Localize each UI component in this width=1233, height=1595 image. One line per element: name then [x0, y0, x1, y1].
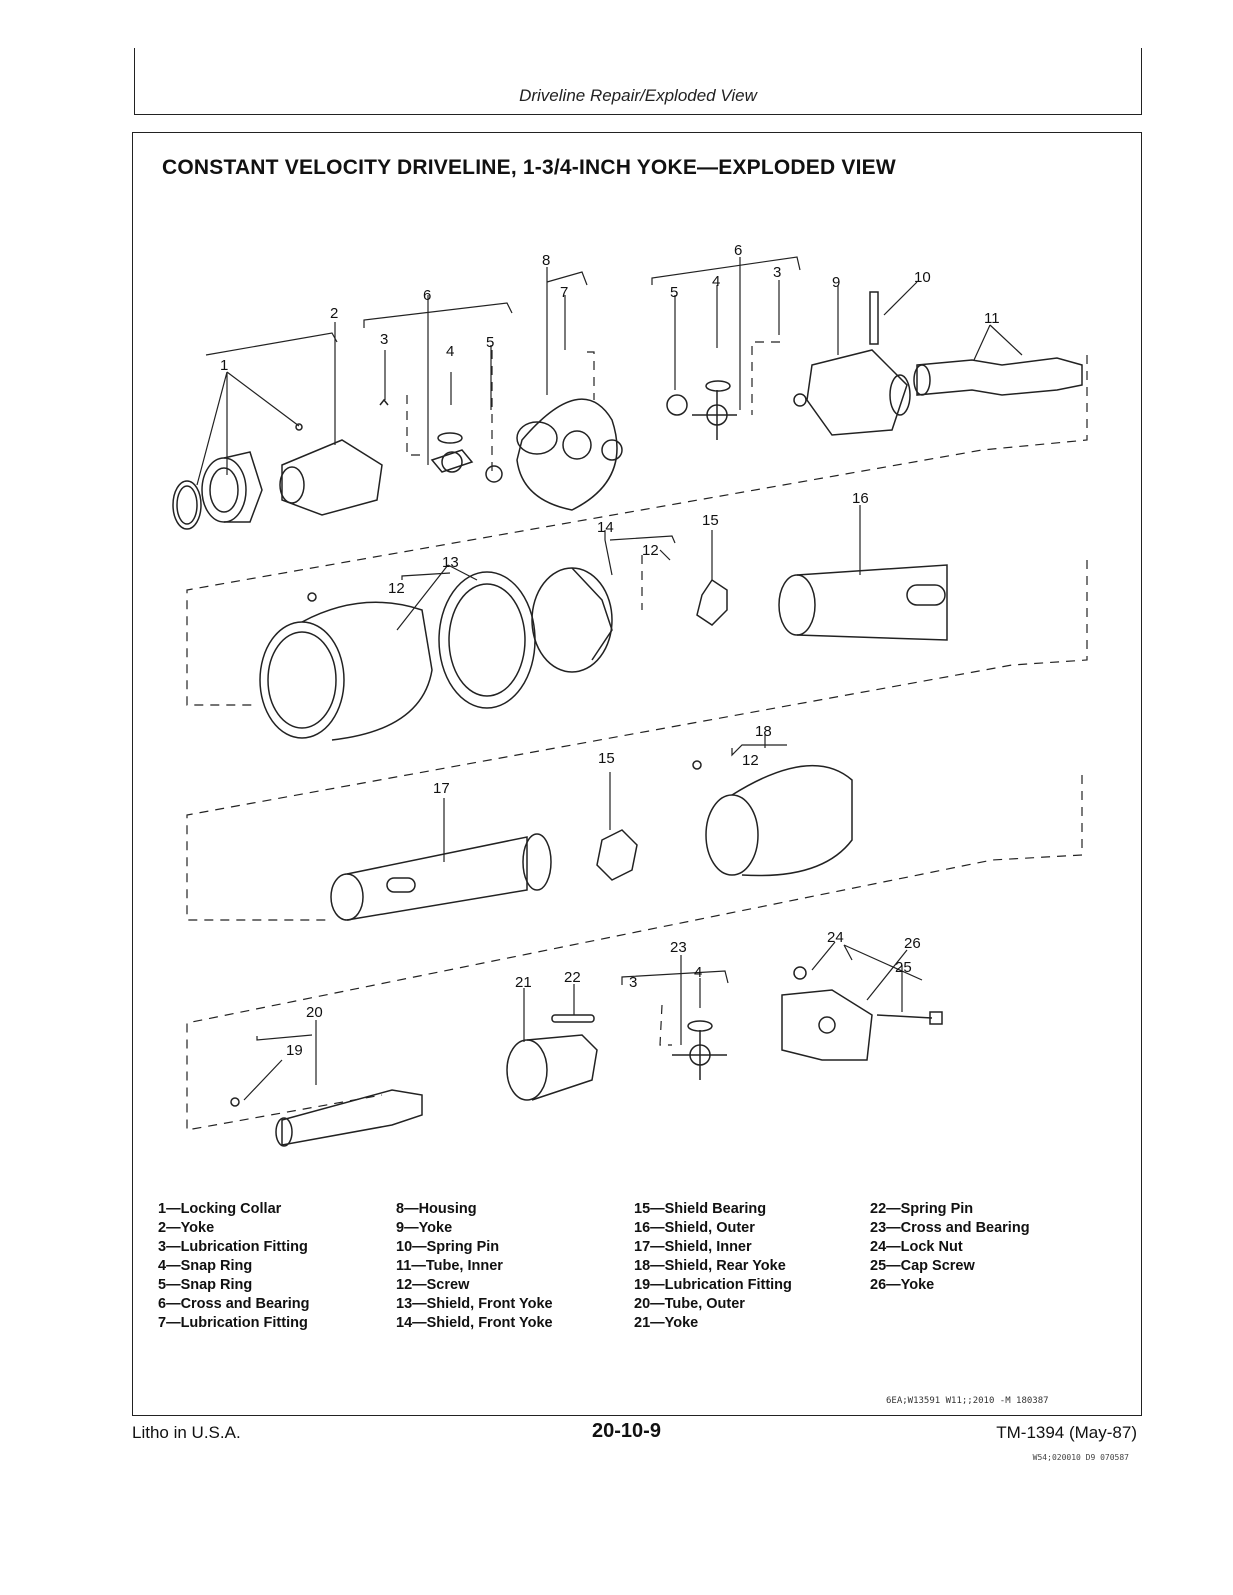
- exploded-view-diagram: 2 1 3 6 4 5 8 7 6 5 4 3 9 10 11 12 13 14…: [172, 242, 1088, 1147]
- legend-item: 15—Shield Bearing: [634, 1201, 767, 1217]
- callout-10: 10: [914, 269, 931, 286]
- row3-parts: [330, 760, 853, 921]
- callout-14: 14: [597, 519, 614, 536]
- row4-parts: [230, 966, 943, 1147]
- callout-22: 22: [564, 969, 581, 986]
- row2-parts: [259, 564, 948, 741]
- callout-13: 13: [442, 554, 459, 571]
- callout-20: 20: [306, 1004, 323, 1021]
- callout-24: 24: [827, 929, 844, 946]
- page-number: 20-10-9: [592, 1420, 661, 1442]
- legend-item: 19—Lubrication Fitting: [634, 1277, 792, 1293]
- callout-26: 26: [904, 935, 921, 952]
- legend-item: 5—Snap Ring: [158, 1277, 253, 1293]
- callout-1: 1: [220, 357, 228, 374]
- callout-5b: 5: [670, 284, 678, 301]
- callout-19: 19: [286, 1042, 303, 1059]
- figure-code: 6EA;W13591 W11;;2010 -M 180387: [886, 1396, 1049, 1406]
- callout-7: 7: [560, 284, 568, 301]
- legend-item: 22—Spring Pin: [870, 1201, 974, 1217]
- guide-lines: [186, 341, 1088, 1131]
- legend-item: 13—Shield, Front Yoke: [396, 1296, 553, 1312]
- callout-21: 21: [515, 974, 532, 991]
- content-frame: [132, 132, 1142, 1416]
- legend-column-1: 1—Locking Collar 2—Yoke 3—Lubrication Fi…: [158, 1200, 398, 1333]
- callout-3: 3: [380, 331, 388, 348]
- callout-12c: 12: [742, 752, 759, 769]
- legend-item: 10—Spring Pin: [396, 1239, 500, 1255]
- legend-item: 26—Yoke: [870, 1277, 935, 1293]
- callout-11: 11: [984, 310, 1000, 327]
- legend-item: 24—Lock Nut: [870, 1239, 963, 1255]
- callout-labels: 2 1 3 6 4 5 8 7 6 5 4 3 9 10 11 12 13 14…: [220, 242, 1000, 1059]
- legend-column-4: 22—Spring Pin 23—Cross and Bearing 24—Lo…: [870, 1200, 1110, 1295]
- legend-item: 18—Shield, Rear Yoke: [634, 1258, 786, 1274]
- legend-item: 11—Tube, Inner: [396, 1258, 503, 1274]
- callout-17: 17: [433, 780, 450, 797]
- footer-litho: Litho in U.S.A.: [132, 1423, 241, 1442]
- legend-item: 3—Lubrication Fitting: [158, 1239, 308, 1255]
- callout-6b: 6: [734, 242, 742, 259]
- callout-23: 23: [670, 939, 687, 956]
- legend-item: 23—Cross and Bearing: [870, 1220, 1030, 1236]
- legend-item: 20—Tube, Outer: [634, 1296, 745, 1312]
- page-header-frame: Driveline Repair/Exploded View: [134, 48, 1142, 115]
- callout-15b: 15: [598, 750, 615, 767]
- footer-code: W54;020010 D9 070587: [1032, 1453, 1129, 1462]
- callout-3c: 3: [629, 974, 637, 991]
- callout-25: 25: [895, 959, 912, 976]
- legend-item: 7—Lubrication Fitting: [158, 1315, 308, 1331]
- legend-column-2: 8—Housing 9—Yoke 10—Spring Pin 11—Tube, …: [396, 1200, 636, 1333]
- callout-16: 16: [852, 490, 869, 507]
- callout-12: 12: [388, 580, 405, 597]
- header-title: Driveline Repair/Exploded View: [519, 86, 757, 105]
- callout-4b: 4: [712, 273, 720, 290]
- callout-8: 8: [542, 252, 550, 269]
- legend-item: 17—Shield, Inner: [634, 1239, 752, 1255]
- callout-6: 6: [423, 287, 431, 304]
- legend-item: 1—Locking Collar: [158, 1201, 282, 1217]
- legend-item: 4—Snap Ring: [158, 1258, 253, 1274]
- manual-id: TM-1394 (May-87): [996, 1423, 1137, 1442]
- legend-item: 21—Yoke: [634, 1315, 699, 1331]
- callout-2: 2: [330, 305, 338, 322]
- legend-item: 8—Housing: [396, 1201, 477, 1217]
- section-title: CONSTANT VELOCITY DRIVELINE, 1-3/4-INCH …: [162, 156, 896, 179]
- callout-18: 18: [755, 723, 772, 740]
- callout-12b: 12: [642, 542, 659, 559]
- callout-3b: 3: [773, 264, 781, 281]
- legend-item: 2—Yoke: [158, 1220, 215, 1236]
- row1-parts: [172, 291, 1083, 530]
- legend-item: 25—Cap Screw: [870, 1258, 975, 1274]
- legend-item: 6—Cross and Bearing: [158, 1296, 310, 1312]
- legend-item: 12—Screw: [396, 1277, 470, 1293]
- callout-4: 4: [446, 343, 454, 360]
- legend-item: 9—Yoke: [396, 1220, 453, 1236]
- callout-4c: 4: [694, 964, 702, 981]
- leader-lines: [196, 256, 1023, 1101]
- callout-9: 9: [832, 274, 840, 291]
- legend-column-3: 15—Shield Bearing 16—Shield, Outer 17—Sh…: [634, 1200, 874, 1333]
- legend-item: 14—Shield, Front Yoke: [396, 1315, 553, 1331]
- legend-item: 16—Shield, Outer: [634, 1220, 755, 1236]
- callout-15: 15: [702, 512, 719, 529]
- callout-5: 5: [486, 334, 494, 351]
